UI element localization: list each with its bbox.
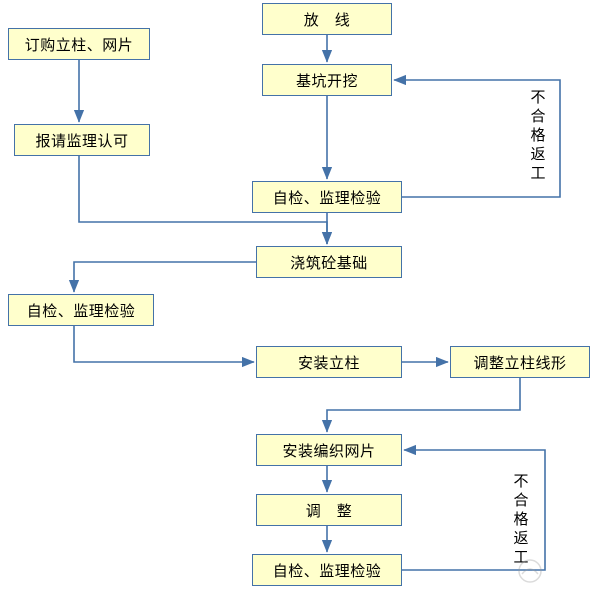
node-自检监理检验-上[interactable]: 自检、监理检验 [252,181,402,213]
label-不合格返工-下: 不合格返工 [513,472,529,566]
node-浇筑砼基础[interactable]: 浇筑砼基础 [256,246,402,278]
node-安装立柱[interactable]: 安装立柱 [256,346,402,378]
node-安装编织网片[interactable]: 安装编织网片 [256,434,402,466]
node-自检监理检验-下[interactable]: 自检、监理检验 [252,554,402,586]
node-报请监理认可[interactable]: 报请监理认可 [14,124,150,156]
node-放线[interactable]: 放 线 [262,3,392,35]
node-调整立柱线形[interactable]: 调整立柱线形 [450,346,590,378]
node-基坑开挖[interactable]: 基坑开挖 [262,64,392,96]
node-自检监理检验-左[interactable]: 自检、监理检验 [8,294,154,326]
node-订购立柱网片[interactable]: 订购立柱、网片 [8,28,150,60]
label-不合格返工-上: 不合格返工 [530,88,546,182]
node-调整[interactable]: 调 整 [256,494,402,526]
